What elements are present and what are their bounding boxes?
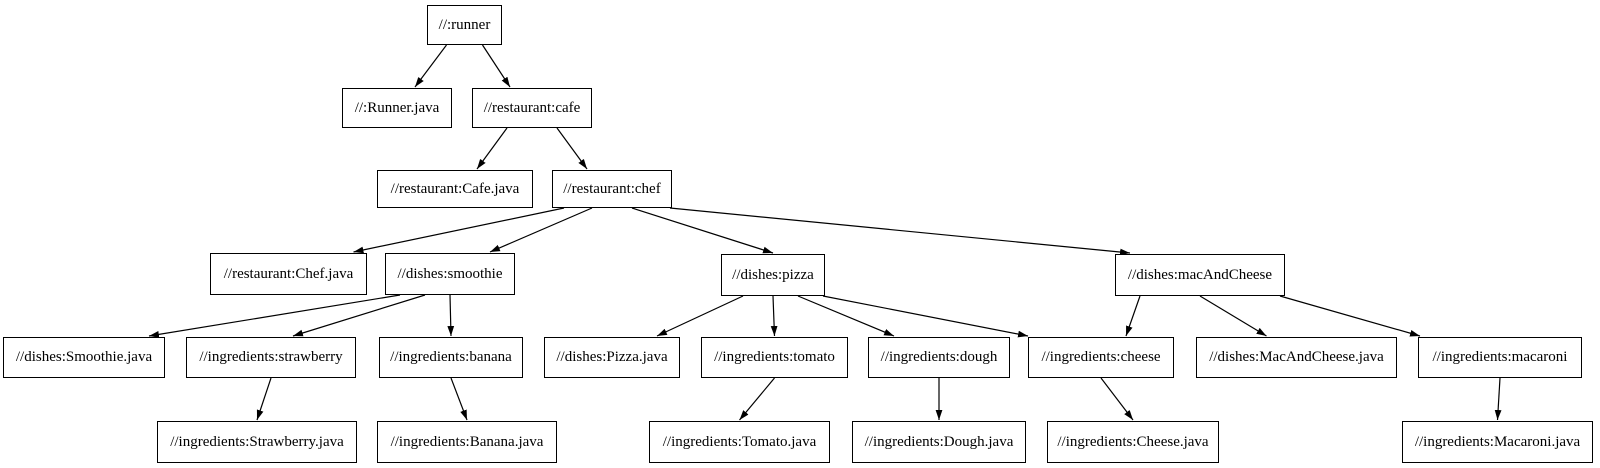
graph-node-cafe: //restaurant:cafe: [472, 88, 592, 128]
graph-node-label: //ingredients:banana: [390, 349, 512, 365]
graph-node-cheese: //ingredients:cheese: [1028, 337, 1174, 378]
graph-edge-chef-to-pizza: [631, 207, 774, 254]
graph-edge-mac-and-cheese-to-mac-and-cheese-java: [1199, 295, 1267, 337]
graph-edge-pizza-to-pizza-java: [656, 295, 744, 337]
graph-node-dough: //ingredients:dough: [868, 337, 1010, 378]
graph-node-label: //ingredients:tomato: [714, 349, 835, 365]
graph-edge-cafe-to-cafe-java: [476, 127, 508, 170]
graph-node-label: //ingredients:Tomato.java: [662, 433, 817, 450]
graph-node-label: //ingredients:dough: [880, 349, 998, 365]
graph-edge-pizza-to-cheese: [822, 295, 1029, 338]
graph-node-strawberry-java: //ingredients:Strawberry.java: [157, 421, 357, 463]
graph-edge-mac-and-cheese-to-macaroni: [1279, 295, 1421, 337]
graph-node-cafe-java: //restaurant:Cafe.java: [377, 170, 533, 208]
graph-node-tomato: //ingredients:tomato: [701, 337, 848, 378]
graph-node-banana-java: //ingredients:Banana.java: [377, 421, 557, 463]
graph-edge-runner-to-runner-java: [414, 44, 447, 88]
graph-edge-chef-to-mac-and-cheese: [669, 207, 1131, 256]
graph-node-smoothie: //dishes:smoothie: [385, 253, 515, 295]
graph-node-macaroni: //ingredients:macaroni: [1418, 337, 1582, 378]
graph-node-mac-and-cheese-java: //dishes:MacAndCheese.java: [1196, 337, 1397, 378]
graph-node-label: //ingredients:Macaroni.java: [1414, 433, 1581, 450]
graph-edge-cheese-to-cheese-java: [1100, 377, 1134, 421]
graph-node-label: //:Runner.java: [354, 99, 440, 116]
graph-node-smoothie-java: //dishes:Smoothie.java: [3, 337, 165, 378]
graph-edge-chef-to-smoothie: [489, 207, 593, 253]
graph-node-runner-java: //:Runner.java: [342, 88, 452, 128]
graph-node-label: //ingredients:macaroni: [1432, 349, 1568, 365]
graph-node-label: //ingredients:strawberry: [199, 349, 343, 365]
graph-node-label: //dishes:Pizza.java: [556, 349, 668, 365]
graph-node-mac-and-cheese: //dishes:macAndCheese: [1115, 254, 1285, 296]
graph-edge-macaroni-to-macaroni-java: [1494, 377, 1502, 421]
graph-edge-banana-to-banana-java: [450, 377, 468, 421]
graph-edge-tomato-to-tomato-java: [739, 377, 775, 421]
graph-node-label: //dishes:MacAndCheese.java: [1209, 349, 1384, 365]
graph-edge-smoothie-to-strawberry: [292, 294, 426, 337]
graph-node-label: //dishes:Smoothie.java: [15, 349, 153, 365]
graph-node-macaroni-java: //ingredients:Macaroni.java: [1402, 421, 1593, 463]
graph-node-chef-java: //restaurant:Chef.java: [210, 253, 367, 295]
graph-edge-runner-to-cafe: [481, 44, 511, 88]
graph-node-dough-java: //ingredients:Dough.java: [852, 421, 1026, 463]
graph-node-banana: //ingredients:banana: [379, 337, 523, 378]
graph-node-label: //:runner: [438, 16, 491, 33]
graph-node-label: //dishes:pizza: [732, 266, 814, 283]
graph-node-runner: //:runner: [427, 5, 502, 45]
graph-node-chef: //restaurant:chef: [552, 170, 672, 208]
graph-edge-chef-to-chef-java: [353, 207, 565, 254]
graph-node-label: //dishes:macAndCheese: [1127, 266, 1273, 283]
graph-edge-smoothie-to-banana: [447, 294, 455, 337]
graph-edge-strawberry-to-strawberry-java: [256, 377, 272, 421]
graph-node-label: //restaurant:chef: [563, 180, 661, 197]
graph-edge-pizza-to-tomato: [770, 295, 778, 337]
graph-node-tomato-java: //ingredients:Tomato.java: [649, 421, 830, 463]
graph-node-strawberry: //ingredients:strawberry: [186, 337, 356, 378]
graph-edge-mac-and-cheese-to-cheese: [1125, 295, 1141, 337]
graph-node-label: //ingredients:Dough.java: [864, 433, 1014, 450]
graph-node-label: //ingredients:Strawberry.java: [170, 433, 344, 450]
graph-edge-cafe-to-chef: [556, 127, 588, 170]
graph-node-label: //ingredients:Banana.java: [390, 433, 544, 450]
graph-node-cheese-java: //ingredients:Cheese.java: [1047, 421, 1219, 463]
graph-node-label: //ingredients:Cheese.java: [1057, 433, 1209, 450]
graph-edge-smoothie-to-smoothie-java: [148, 294, 401, 338]
graph-node-label: //restaurant:Chef.java: [223, 265, 354, 282]
graph-node-label: //dishes:smoothie: [397, 265, 503, 282]
graph-edge-pizza-to-dough: [797, 295, 895, 337]
graph-node-label: //ingredients:cheese: [1041, 349, 1161, 365]
graph-node-pizza: //dishes:pizza: [721, 254, 825, 296]
graph-node-pizza-java: //dishes:Pizza.java: [544, 337, 680, 378]
graph-node-label: //restaurant:cafe: [483, 99, 581, 116]
graph-node-label: //restaurant:Cafe.java: [390, 180, 520, 197]
